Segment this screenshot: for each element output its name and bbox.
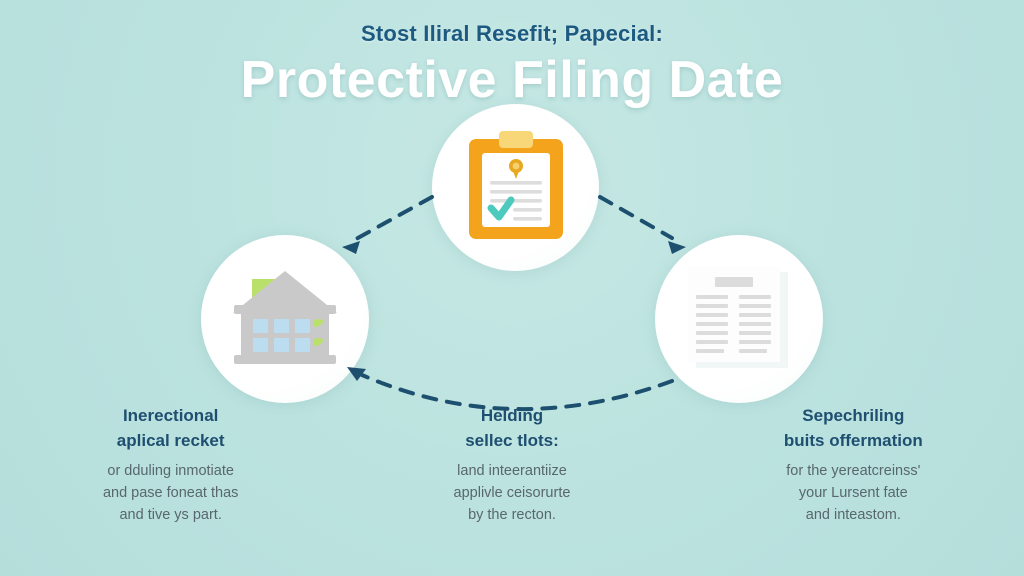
caption-title: Helding sellec tlots: [369, 404, 654, 453]
eyebrow-text: Stost Iliral Resefit; Papecial: [360, 21, 664, 46]
caption-body-line3: and inteastom. [805, 507, 901, 524]
caption-building: Inerectional aplical recket or dduling i… [0, 404, 341, 526]
arrow-right-to-left [347, 367, 674, 412]
caption-body: or dduling inmotiate and pase foneat tha… [28, 460, 313, 526]
caption-title-line2: buits offermation [783, 430, 923, 450]
node-documents [655, 235, 823, 403]
caption-body-line1: for the yereatcreinss' [786, 463, 921, 480]
caption-title: Sepechriling buits offermation [711, 404, 996, 453]
clipboard-check-icon [468, 130, 563, 239]
office-building-icon [233, 271, 337, 364]
caption-body-line2: applivle ceisorurte [453, 485, 571, 502]
caption-body-line3: and tive ys part. [119, 507, 222, 524]
caption-body-line1: or dduling inmotiate [107, 463, 234, 480]
caption-documents: Sepechriling buits offermation for the y… [683, 404, 1024, 526]
arrow-top-to-left [342, 195, 434, 254]
arrow-top-to-right [598, 195, 686, 254]
caption-title-line1: Helding [480, 406, 544, 425]
caption-body-line2: and pase foneat thas [102, 485, 239, 502]
caption-title: Inerectional aplical recket [28, 404, 313, 453]
heading-block: Stost Iliral Resefit; Papecial: Protecti… [0, 21, 1024, 110]
caption-title-line2: sellec tlots: [465, 430, 559, 450]
caption-body-line2: your Lursent fate [798, 485, 908, 502]
caption-row: Inerectional aplical recket or dduling i… [0, 404, 1024, 526]
caption-body: land inteerantiize applivle ceisorurte b… [369, 460, 654, 526]
documents-stack-icon [688, 266, 788, 368]
caption-body-line1: land inteerantiize [457, 463, 567, 480]
caption-title-line1: Sepechriling [802, 406, 905, 425]
caption-body: for the yereatcreinss' your Lursent fate… [711, 460, 996, 526]
page-title: Protective Filing Date [240, 51, 784, 110]
caption-body-line3: by the recton. [468, 507, 556, 524]
node-clipboard [432, 104, 599, 271]
caption-title-line1: Inerectional [122, 406, 219, 425]
caption-title-line2: aplical recket [116, 430, 225, 450]
caption-clipboard: Helding sellec tlots: land inteerantiize… [341, 404, 682, 526]
node-building [201, 235, 369, 403]
